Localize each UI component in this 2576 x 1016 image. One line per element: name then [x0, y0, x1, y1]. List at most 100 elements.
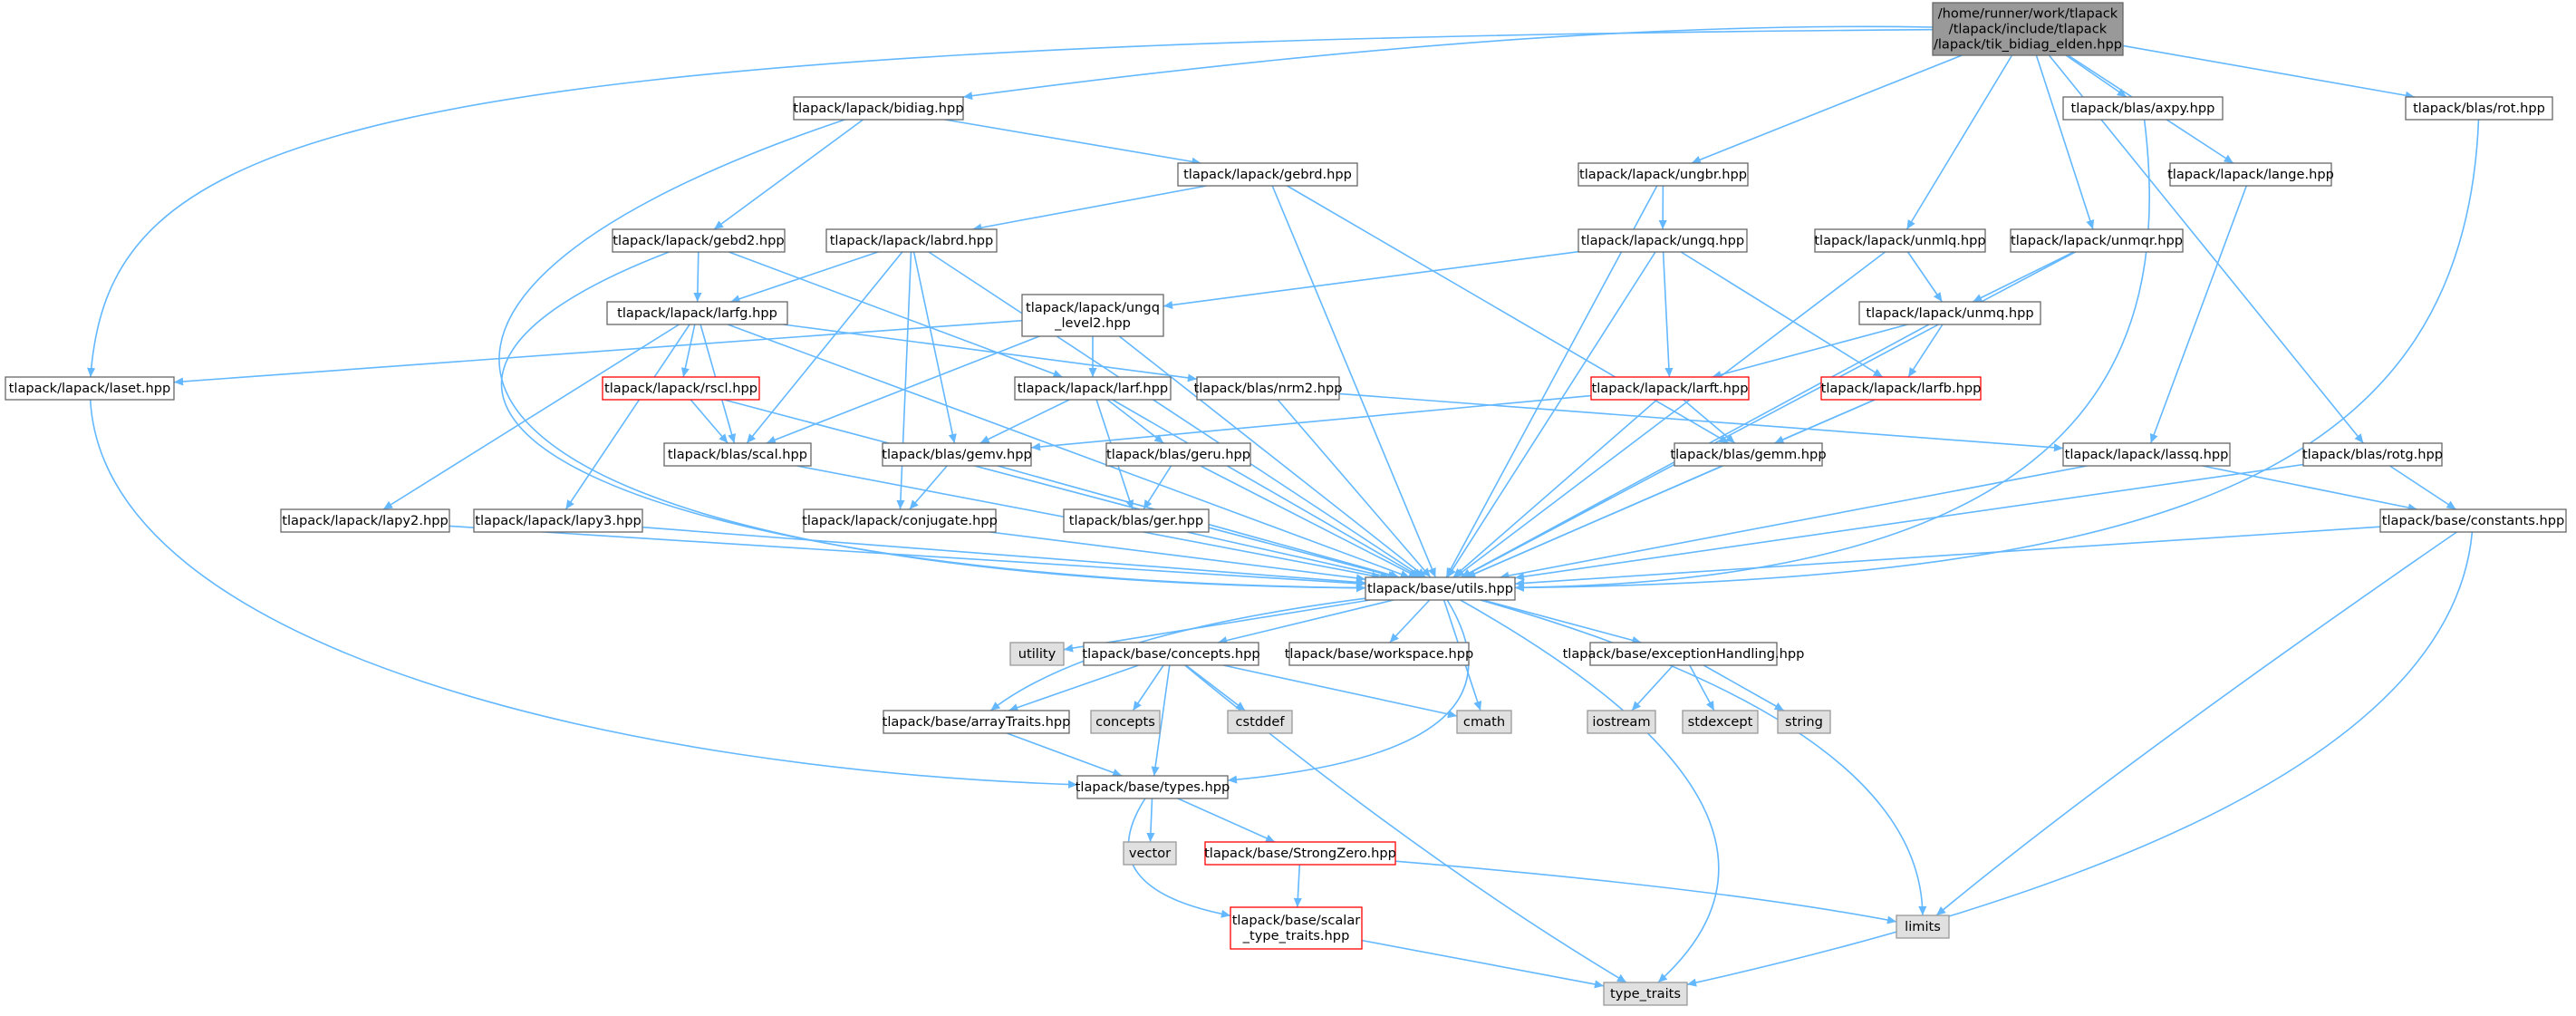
node-strongzero[interactable]: tlapack/base/StrongZero.hpp: [1204, 841, 1396, 866]
node-label: tlapack/lapack/gebrd.hpp: [1183, 167, 1352, 182]
edge-ungq_level2-to-laset: [173, 319, 1023, 386]
edge-utils-to-concepts_hpp: [1217, 599, 1394, 645]
node-utils[interactable]: tlapack/base/utils.hpp: [1365, 576, 1516, 601]
edge-lange-to-lassq: [2149, 185, 2248, 444]
node-label: tlapack/lapack/larfb.hpp: [1821, 381, 1982, 396]
edge-root-to-ungbr: [1691, 54, 1963, 164]
node-label: tlapack/lapack/lapy2.hpp: [282, 513, 449, 528]
node-box: [1230, 906, 1363, 950]
edge-larft-to-gemm: [1683, 399, 1736, 444]
node-ungq[interactable]: tlapack/lapack/ungq.hpp: [1577, 228, 1748, 253]
node-box: [1603, 982, 1688, 1006]
node-unmq[interactable]: tlapack/lapack/unmq.hpp: [1858, 301, 2041, 325]
node-label: tlapack/lapack/rscl.hpp: [604, 381, 757, 396]
node-larfb[interactable]: tlapack/lapack/larfb.hpp: [1820, 376, 1982, 401]
node-box: [663, 442, 812, 467]
edge-bidiag-to-gebd2: [713, 119, 863, 230]
edge-concepts_hpp-to-cmath: [1222, 664, 1458, 719]
node-label: tlapack/lapack/larft.hpp: [1592, 381, 1749, 396]
node-lapy3[interactable]: tlapack/lapack/lapy3.hpp: [473, 508, 643, 533]
node-larft[interactable]: tlapack/lapack/larft.hpp: [1590, 376, 1750, 401]
node-gebrd[interactable]: tlapack/lapack/gebrd.hpp: [1177, 162, 1358, 187]
node-laset[interactable]: tlapack/lapack/laset.hpp: [5, 376, 175, 401]
node-gemv[interactable]: tlapack/blas/gemv.hpp: [882, 442, 1032, 467]
node-rscl[interactable]: tlapack/lapack/rscl.hpp: [602, 376, 760, 401]
node-lassq[interactable]: tlapack/lapack/lassq.hpp: [2062, 442, 2231, 467]
node-root[interactable]: /home/runner/work/tlapack/tlapack/includ…: [1932, 2, 2124, 56]
node-exception[interactable]: tlapack/base/exceptionHandling.hpp: [1563, 642, 1805, 666]
edge-utils-to-limits: [1480, 599, 1927, 916]
edge-labrd-to-larfg: [730, 251, 879, 304]
node-geru[interactable]: tlapack/blas/geru.hpp: [1105, 442, 1251, 467]
node-box: [2379, 508, 2567, 533]
node-rot[interactable]: tlapack/blas/rot.hpp: [2405, 96, 2553, 121]
node-ger[interactable]: tlapack/blas/ger.hpp: [1063, 508, 1210, 533]
node-gebd2[interactable]: tlapack/lapack/gebd2.hpp: [612, 228, 786, 253]
node-arraytraits[interactable]: tlapack/base/arrayTraits.hpp: [883, 710, 1071, 734]
node-gemm[interactable]: tlapack/blas/gemm.hpp: [1670, 442, 1827, 467]
node-box: [825, 228, 998, 253]
node-box: [1365, 576, 1516, 601]
edge-gebd2-to-larf: [728, 251, 1063, 378]
edge-concepts_hpp-to-arraytraits: [1008, 664, 1139, 712]
node-label: tlapack/blas/ger.hpp: [1069, 513, 1203, 528]
edge-rscl-to-scal: [690, 399, 728, 444]
node-box: [1896, 914, 1950, 939]
node-concepts: concepts: [1090, 710, 1161, 734]
node-label: tlapack/base/arrayTraits.hpp: [883, 714, 1071, 730]
node-scalar-traits[interactable]: tlapack/base/scalar_type_traits.hpp: [1230, 906, 1363, 950]
node-scal[interactable]: tlapack/blas/scal.hpp: [663, 442, 812, 467]
node-stdexcept: stdexcept: [1682, 710, 1759, 734]
node-concepts-hpp[interactable]: tlapack/base/concepts.hpp: [1082, 642, 1260, 666]
node-unmlq[interactable]: tlapack/lapack/unmlq.hpp: [1814, 228, 1986, 253]
node-bidiag[interactable]: tlapack/lapack/bidiag.hpp: [793, 96, 964, 121]
node-larfg[interactable]: tlapack/lapack/larfg.hpp: [606, 301, 788, 325]
edge-unmqr-to-utils: [1461, 251, 2076, 578]
node-label: cstddef: [1236, 714, 1286, 730]
edge-gebrd-to-labrd: [972, 185, 1207, 232]
edge-larfg-to-lapy3: [564, 324, 690, 510]
node-larf[interactable]: tlapack/lapack/larf.hpp: [1014, 376, 1172, 401]
edge-strongzero-to-scalar_traits: [1293, 864, 1302, 908]
edge-gebd2-to-utils: [500, 251, 1366, 593]
node-label: vector: [1129, 846, 1171, 861]
edge-laset-to-types: [89, 399, 1078, 789]
node-box: [2169, 162, 2332, 187]
node-axpy[interactable]: tlapack/blas/axpy.hpp: [2062, 96, 2224, 121]
node-types[interactable]: tlapack/base/types.hpp: [1076, 775, 1230, 799]
node-constants[interactable]: tlapack/base/constants.hpp: [2379, 508, 2567, 533]
node-unmqr[interactable]: tlapack/lapack/unmqr.hpp: [2010, 228, 2184, 253]
node-nrm2[interactable]: tlapack/blas/nrm2.hpp: [1193, 376, 1343, 401]
edge-labrd-to-gemv: [912, 251, 957, 444]
node-workspace[interactable]: tlapack/base/workspace.hpp: [1285, 642, 1474, 666]
node-lange[interactable]: tlapack/lapack/lange.hpp: [2167, 162, 2334, 187]
node-ungbr[interactable]: tlapack/lapack/ungbr.hpp: [1577, 162, 1749, 187]
node-label: stdexcept: [1688, 714, 1753, 730]
node-ungq-level2[interactable]: tlapack/lapack/ungq_level2.hpp: [1021, 294, 1164, 337]
node-label: tlapack/lapack/bidiag.hpp: [793, 101, 963, 116]
node-label: tlapack/lapack/lange.hpp: [2167, 167, 2334, 182]
edge-gebrd-to-gemm: [1287, 185, 1730, 444]
node-conjugate[interactable]: tlapack/lapack/conjugate.hpp: [802, 508, 998, 533]
node-labrd[interactable]: tlapack/lapack/labrd.hpp: [825, 228, 998, 253]
edge-labrd-to-utils: [928, 251, 1423, 578]
edge-utils-to-type_traits: [1460, 599, 1720, 983]
edge-gebd2-to-larfg: [693, 251, 702, 303]
edge-unmlq-to-utils: [1454, 251, 1886, 578]
edge-utils-to-types: [1227, 599, 1470, 784]
node-label: type_traits: [1610, 986, 1681, 1001]
edge-root-to-laset: [87, 28, 1934, 378]
node-box: [2062, 96, 2224, 121]
node-rotg[interactable]: tlapack/blas/rotg.hpp: [2302, 442, 2443, 467]
node-label: tlapack/lapack/laset.hpp: [9, 381, 171, 396]
node-label: tlapack/lapack/unmqr.hpp: [2011, 233, 2183, 248]
node-label: tlapack/blas/axpy.hpp: [2071, 101, 2215, 116]
node-label: tlapack/blas/gemv.hpp: [882, 447, 1031, 462]
node-box: [1587, 710, 1656, 734]
node-lapy2[interactable]: tlapack/lapack/lapy2.hpp: [280, 508, 450, 533]
edge-lapy2-to-utils: [449, 525, 1366, 588]
edge-unmq-to-larft: [1712, 324, 1908, 379]
node-label: cmath: [1463, 714, 1505, 730]
edge-rotg-to-constants: [2389, 465, 2456, 510]
